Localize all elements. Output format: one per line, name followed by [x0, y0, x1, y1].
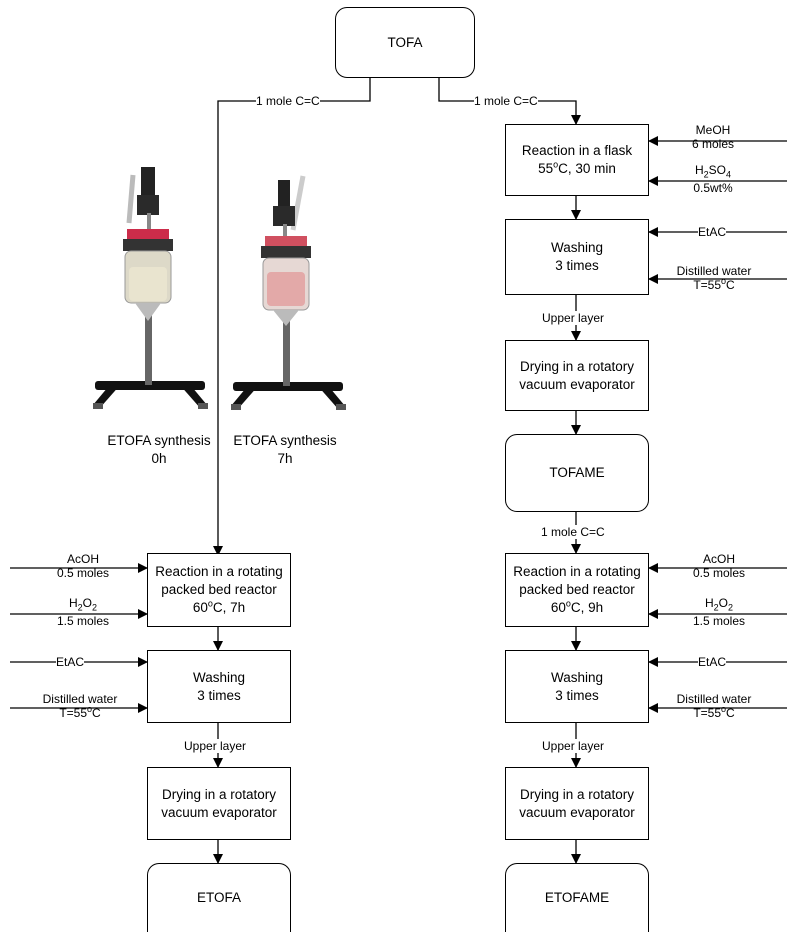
input-label-water-l: Distilled water T=55oC — [42, 692, 118, 720]
node-label: vacuum evaporator — [519, 376, 635, 392]
node-washing-r2: Washing 3 times — [505, 650, 649, 723]
caption-time: 0h — [151, 451, 167, 466]
caption-time: 7h — [277, 451, 293, 466]
input-label-h2so4: H2SO4 0.5wt% — [693, 163, 733, 195]
node-reaction-flask: Reaction in a flask 55oC, 30 min — [505, 124, 649, 196]
node-label: 3 times — [555, 258, 599, 273]
input-label-etac-r1: EtAC — [698, 225, 727, 239]
input-label-water-r1: Distilled water T=55oC — [676, 264, 752, 292]
node-washing-r1: Washing 3 times — [505, 219, 649, 295]
node-drying-r1: Drying in a rotatory vacuum evaporator — [505, 340, 649, 411]
photo-caption-7h: ETOFA synthesis 7h — [210, 432, 360, 468]
node-etofame: ETOFAME — [505, 863, 649, 932]
node-label: Washing — [192, 669, 246, 685]
node-washing-l: Washing 3 times — [147, 650, 291, 723]
input-label-etac-r2: EtAC — [698, 655, 727, 669]
node-label: Reaction in a rotating — [155, 564, 283, 579]
node-label: Washing — [550, 240, 604, 255]
edge-label-upper-layer-r2: Upper layer — [542, 739, 605, 753]
node-label: packed bed reactor — [161, 582, 277, 597]
node-label: 55oC, 30 min — [538, 159, 616, 176]
node-label: vacuum evaporator — [519, 804, 635, 820]
photo-caption-0h: ETOFA synthesis 0h — [84, 432, 234, 468]
node-label: vacuum evaporator — [161, 804, 277, 820]
node-label: 60oC, 9h — [550, 598, 604, 615]
input-label-h2o2-r: H2O2 1.5 moles — [692, 596, 746, 628]
input-label-etac-l: EtAC — [56, 655, 85, 669]
caption-title: ETOFA synthesis — [233, 433, 337, 448]
node-drying-l: Drying in a rotatory vacuum evaporator — [147, 767, 291, 840]
input-label-water-r2: Distilled water T=55oC — [676, 692, 752, 720]
node-drying-r2: Drying in a rotatory vacuum evaporator — [505, 767, 649, 840]
node-tofa: TOFA — [335, 7, 475, 78]
edge-label-left-split: 1 mole C=C — [256, 94, 320, 108]
edge-label-upper-layer-r1: Upper layer — [542, 311, 605, 325]
node-label: Reaction in a flask — [521, 143, 633, 158]
node-etofa: ETOFA — [147, 863, 291, 932]
node-label: TOFA — [387, 34, 423, 50]
node-label: 60oC, 7h — [192, 598, 246, 615]
node-label: Drying in a rotatory — [519, 786, 635, 802]
node-rpbr-right: Reaction in a rotating packed bed reacto… — [505, 553, 649, 627]
node-label: ETOFAME — [544, 890, 610, 905]
edge-label-tofame-down: 1 mole C=C — [541, 525, 605, 539]
edge-label-right-split: 1 mole C=C — [474, 94, 538, 108]
node-label: Washing — [550, 669, 604, 685]
node-label: Reaction in a rotating — [513, 564, 641, 579]
node-label: Drying in a rotatory — [161, 786, 277, 802]
node-label: ETOFA — [196, 890, 241, 905]
reactor-photo-7h — [231, 175, 346, 410]
node-rpbr-left: Reaction in a rotating packed bed reacto… — [147, 553, 291, 627]
input-label-h2o2-l: H2O2 1.5 moles — [56, 596, 110, 628]
node-label: Drying in a rotatory — [519, 358, 635, 374]
node-label: TOFAME — [549, 465, 605, 480]
node-label: 3 times — [555, 687, 599, 703]
reactor-photo-0h — [93, 167, 208, 409]
node-label: packed bed reactor — [519, 582, 635, 597]
caption-title: ETOFA synthesis — [107, 433, 211, 448]
node-label: 3 times — [197, 687, 241, 703]
edge-label-upper-layer-l: Upper layer — [184, 739, 247, 753]
node-tofame: TOFAME — [505, 434, 649, 512]
